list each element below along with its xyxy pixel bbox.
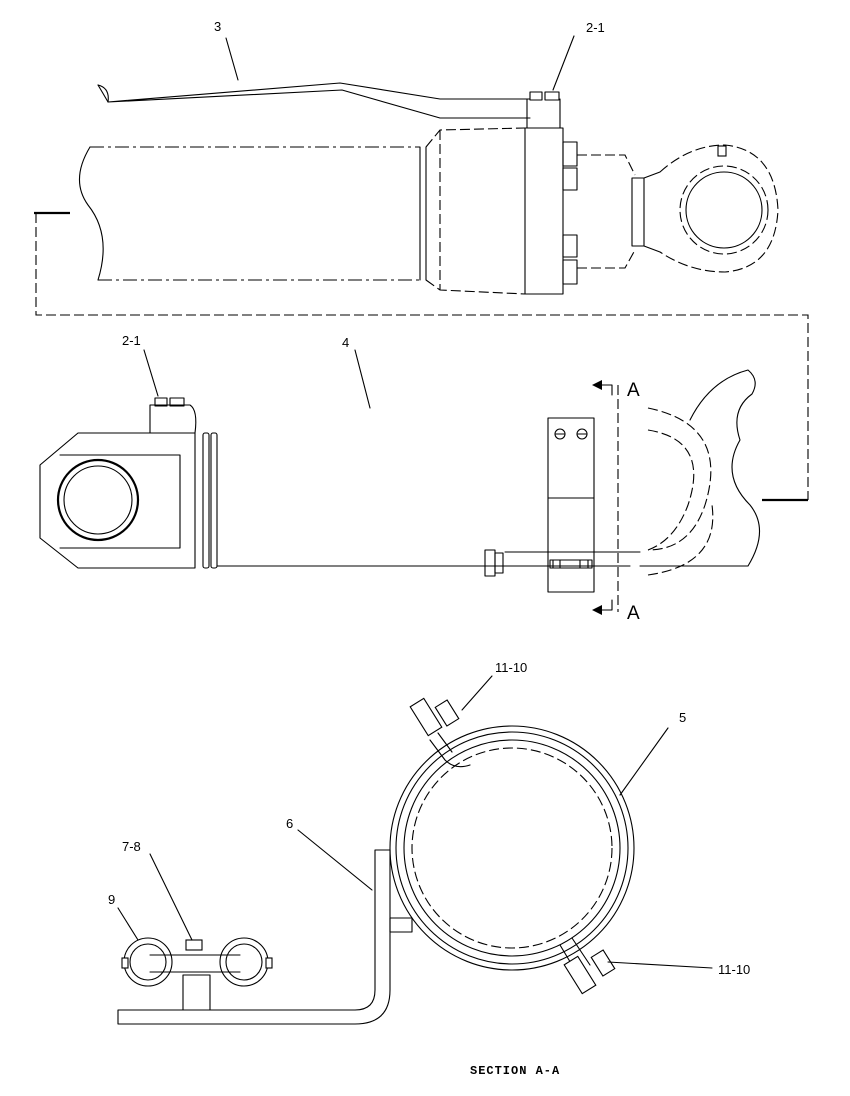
callout-2-1-top: 2-1 xyxy=(586,20,605,35)
callout-3: 3 xyxy=(214,19,221,34)
support-hook xyxy=(639,369,761,567)
cylinder-head-flange xyxy=(524,127,564,295)
section-a-a-view xyxy=(117,697,635,1025)
callout-5: 5 xyxy=(679,710,686,725)
rod-eye-bore xyxy=(685,171,763,249)
callout-4: 4 xyxy=(342,335,349,350)
view-connection-frame xyxy=(35,213,809,500)
small-clamp-9-right xyxy=(219,937,269,987)
base-eye-bore xyxy=(63,465,133,535)
callout-9: 9 xyxy=(108,892,115,907)
cylinder-rod-end-view xyxy=(78,82,779,295)
cylinder-barrel xyxy=(90,146,420,281)
clamp-block xyxy=(547,417,595,593)
callout-7-8: 7-8 xyxy=(122,839,141,854)
leader-lines xyxy=(117,35,713,969)
section-title: SECTION A-A xyxy=(470,1064,560,1078)
callout-2-1-mid: 2-1 xyxy=(122,333,141,348)
callout-11-10-top: 11-10 xyxy=(495,660,527,675)
callout-11-10-bottom: 11-10 xyxy=(718,962,750,977)
tube-clamp-5 xyxy=(389,725,635,971)
section-marker-a-top: A xyxy=(627,380,640,401)
small-clamp-9-left xyxy=(123,937,173,987)
cylinder-base-end-view xyxy=(39,369,761,615)
bracket-plate-6 xyxy=(117,849,391,1025)
rod-eye xyxy=(659,144,779,273)
callout-6: 6 xyxy=(286,816,293,831)
section-marker-a-bottom: A xyxy=(627,603,640,624)
hydraulic-line-3 xyxy=(97,82,531,119)
